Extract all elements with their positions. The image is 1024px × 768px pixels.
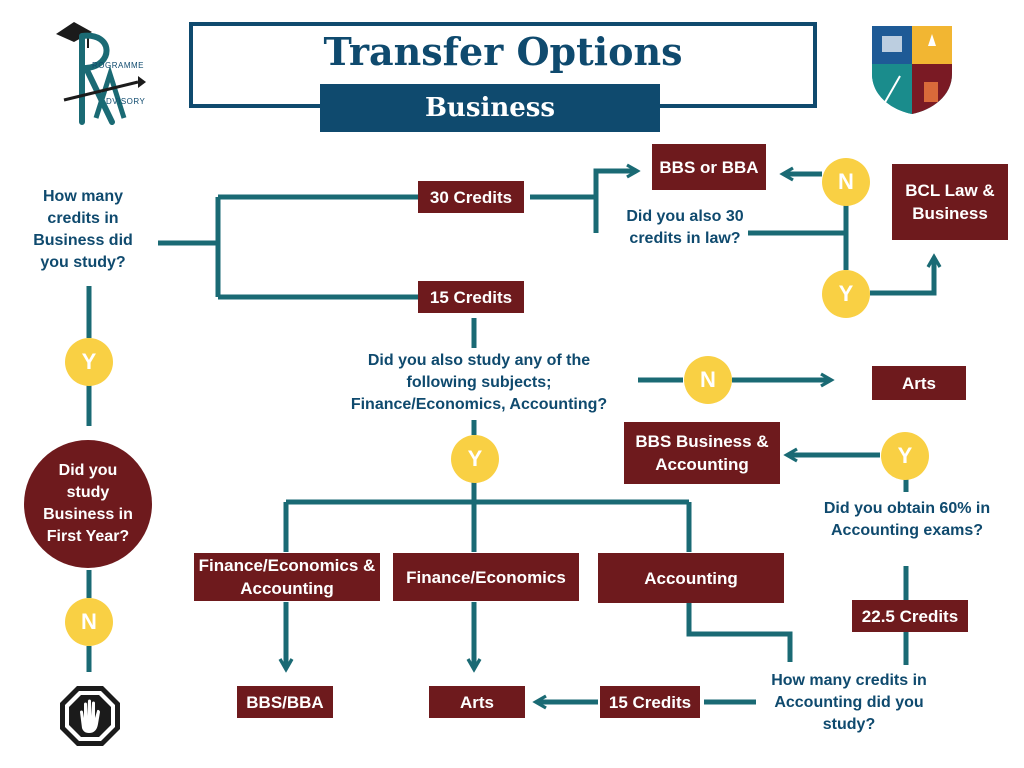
box-15-credits-top: 15 Credits — [418, 281, 524, 313]
question-accounting-60: Did you obtain 60% in Accounting exams? — [818, 498, 996, 542]
question-credits-business: How many credits in Business did you stu… — [22, 186, 144, 274]
box-22-5-credits: 22.5 Credits — [852, 600, 968, 632]
answer-y-subjects: Y — [451, 435, 499, 483]
box-finance-economics-accounting: Finance/Economics & Accounting — [194, 553, 380, 601]
box-15-credits-bottom: 15 Credits — [600, 686, 700, 718]
question-first-year: Did you study Business in First Year? — [24, 440, 152, 568]
wire-y-to-bcl — [870, 258, 934, 296]
box-finance-economics: Finance/Economics — [393, 553, 579, 601]
box-arts-bottom: Arts — [429, 686, 525, 718]
programme-advisory-logo-icon — [56, 22, 146, 125]
stop-hand-icon — [60, 686, 120, 746]
logo-text-advisory: DVISORY — [106, 97, 146, 106]
box-bcl-law-business: BCL Law & Business — [892, 164, 1008, 240]
page-subtitle: Business — [320, 84, 660, 132]
box-30-credits: 30 Credits — [418, 181, 524, 213]
question-accounting-credits: How many credits in Accounting did you s… — [756, 670, 942, 736]
answer-n-law: N — [822, 158, 870, 206]
page-title: Transfer Options — [323, 29, 683, 74]
question-also-law: Did you also 30 credits in law? — [622, 206, 748, 250]
answer-n-subjects: N — [684, 356, 732, 404]
box-bbs-or-bba: BBS or BBA — [652, 144, 766, 190]
question-also-subjects: Did you also study any of the following … — [334, 350, 624, 416]
wire-acc-to-credits-q — [686, 603, 793, 662]
box-arts-top: Arts — [872, 366, 966, 400]
answer-y-business: Y — [65, 338, 113, 386]
answer-y-law: Y — [822, 270, 870, 318]
question-first-year-label: Did you study Business in First Year? — [43, 462, 133, 545]
box-bbs-business-accounting: BBS Business & Accounting — [624, 422, 780, 484]
box-bbs-bba: BBS/BBA — [237, 686, 333, 718]
answer-y-accounting-60: Y — [881, 432, 929, 480]
box-accounting: Accounting — [598, 553, 784, 603]
answer-n-first-year: N — [65, 598, 113, 646]
wire-30-to-bbs — [530, 171, 636, 200]
logo-text-programme: ROGRAMME — [92, 61, 144, 70]
university-crest-icon — [872, 26, 952, 114]
